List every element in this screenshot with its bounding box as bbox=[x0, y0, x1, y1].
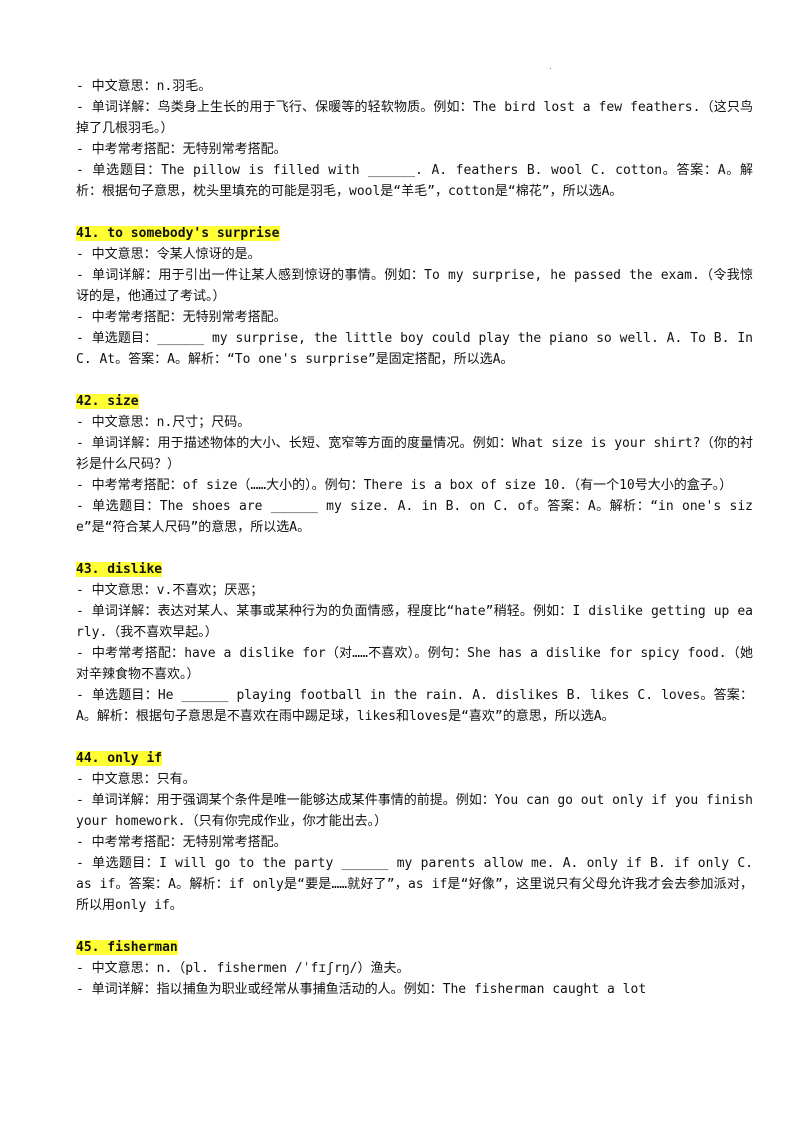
highlighted-title: 45. fisherman bbox=[76, 940, 178, 955]
entry-line: - 中文意思：n.尺寸；尺码。 bbox=[76, 415, 251, 430]
entry-41: 41. to somebody's surprise - 中文意思：令某人惊讶的… bbox=[76, 223, 753, 370]
entry-line: - 单选题目：The shoes are ______ my size. A. … bbox=[76, 499, 753, 535]
entry-line: - 单词详解：指以捕鱼为职业或经常从事捕鱼活动的人。例如：The fisherm… bbox=[76, 982, 647, 997]
entry-line: - 单词详解：表达对某人、某事或某种行为的负面情感，程度比“hate”稍轻。例如… bbox=[76, 604, 753, 640]
document-content: - 中文意思：n.羽毛。 - 单词详解：鸟类身上生长的用于飞行、保暖等的轻软物质… bbox=[76, 76, 753, 1000]
entry-line: - 中考常考搭配：of size（……大小的）。例句：There is a bo… bbox=[76, 478, 733, 493]
entry-line: - 中考常考搭配：无特别常考搭配。 bbox=[76, 835, 287, 850]
entry-line: - 单选题目：He ______ playing football in the… bbox=[76, 688, 753, 724]
entry-43: 43. dislike - 中文意思：v.不喜欢；厌恶； - 单词详解：表达对某… bbox=[76, 559, 753, 727]
highlighted-title: 43. dislike bbox=[76, 562, 163, 577]
entry-heading: 44. only if bbox=[76, 748, 753, 769]
entry-line: - 中文意思：n.羽毛。 bbox=[76, 79, 212, 94]
entry-line: - 中考常考搭配：无特别常考搭配。 bbox=[76, 310, 287, 325]
entry-line: - 单词详解：用于描述物体的大小、长短、宽窄等方面的度量情况。例如：What s… bbox=[76, 436, 753, 472]
entry-45: 45. fisherman - 中文意思：n.（pl. fishermen /ˈ… bbox=[76, 937, 753, 1000]
entry-line: - 单词详解：用于强调某个条件是唯一能够达成某件事情的前提。例如：You can… bbox=[76, 793, 761, 829]
entry-line: - 中文意思：只有。 bbox=[76, 772, 196, 787]
highlighted-title: 41. to somebody's surprise bbox=[76, 226, 280, 241]
entry-line: - 单选题目：The pillow is filled with ______.… bbox=[76, 163, 753, 199]
entry-line: - 中考常考搭配：have a dislike for（对……不喜欢）。例句：S… bbox=[76, 646, 753, 682]
entry-44: 44. only if - 中文意思：只有。 - 单词详解：用于强调某个条件是唯… bbox=[76, 748, 753, 916]
entry-line: - 单选题目：I will go to the party ______ my … bbox=[76, 856, 761, 913]
entry-heading: 41. to somebody's surprise bbox=[76, 223, 753, 244]
entry-line: - 单选题目：______ my surprise, the little bo… bbox=[76, 331, 761, 367]
entry-heading: 45. fisherman bbox=[76, 937, 753, 958]
entry-heading: 43. dislike bbox=[76, 559, 753, 580]
entry-line: - 中文意思：令某人惊讶的是。 bbox=[76, 247, 261, 262]
page-mark: . bbox=[548, 62, 553, 71]
highlighted-title: 44. only if bbox=[76, 751, 163, 766]
entry-line: - 中文意思：n.（pl. fishermen /ˈfɪʃrŋ/）渔夫。 bbox=[76, 961, 410, 976]
entry-42: 42. size - 中文意思：n.尺寸；尺码。 - 单词详解：用于描述物体的大… bbox=[76, 391, 753, 538]
entry-heading: 42. size bbox=[76, 391, 753, 412]
top-entry: - 中文意思：n.羽毛。 - 单词详解：鸟类身上生长的用于飞行、保暖等的轻软物质… bbox=[76, 76, 753, 202]
entry-line: - 单词详解：用于引出一件让某人感到惊讶的事情。例如：To my surpris… bbox=[76, 268, 753, 304]
entry-line: - 中文意思：v.不喜欢；厌恶； bbox=[76, 583, 264, 598]
entry-line: - 单词详解：鸟类身上生长的用于飞行、保暖等的轻软物质。例如：The bird … bbox=[76, 100, 753, 136]
highlighted-title: 42. size bbox=[76, 394, 139, 409]
entry-line: - 中考常考搭配：无特别常考搭配。 bbox=[76, 142, 287, 157]
